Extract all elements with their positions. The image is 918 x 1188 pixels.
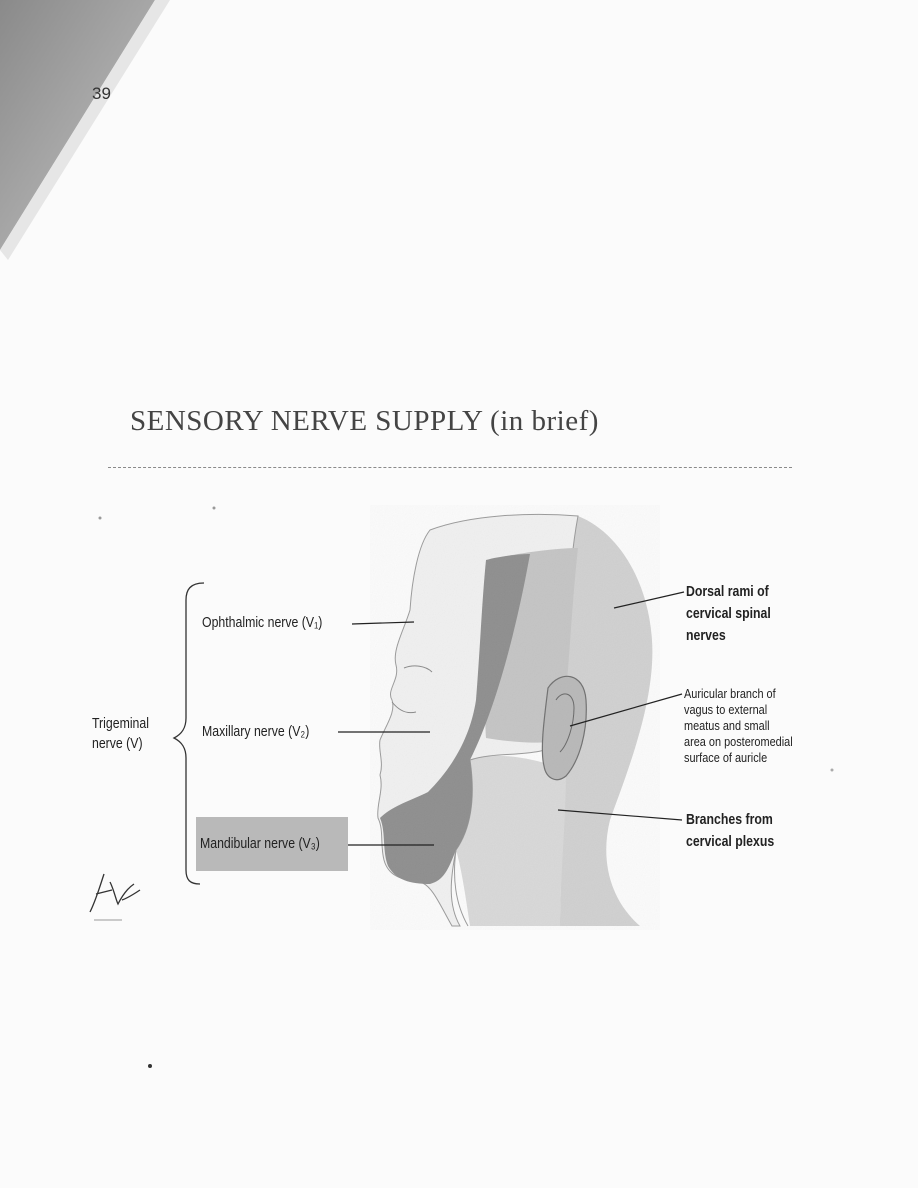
auricular-label-line5: surface of auricle xyxy=(684,750,768,765)
page-number: 39 xyxy=(92,84,111,103)
ophthalmic-nerve-label: Ophthalmic nerve (V₁) xyxy=(202,614,323,631)
artist-signature xyxy=(89,873,141,921)
trigeminal-label-line2: nerve (V) xyxy=(92,735,143,752)
cervical-plexus-label-line2: cervical plexus xyxy=(686,833,775,850)
mandibular-nerve-label: Mandibular nerve (V₃) xyxy=(200,835,320,852)
trigeminal-brace xyxy=(172,582,205,885)
auricular-leader xyxy=(569,693,683,727)
dorsal-rami-label-line3: nerves xyxy=(686,627,726,644)
page-fold-corner xyxy=(0,0,170,260)
dorsal-leader xyxy=(613,591,685,609)
page-title: SENSORY NERVE SUPPLY (in brief) xyxy=(130,405,599,437)
ophthalmic-leader xyxy=(351,621,415,625)
auricular-label-line4: area on posteromedial xyxy=(684,734,793,749)
auricular-label-line1: Auricular branch of xyxy=(684,686,776,701)
cervical-plexus-label-line1: Branches from xyxy=(686,811,773,828)
auricular-label-line3: meatus and small xyxy=(684,718,770,733)
divider-rule xyxy=(108,467,792,468)
cervical-leader xyxy=(557,809,683,821)
mandibular-label-box xyxy=(196,817,348,871)
dorsal-rami-label-line2: cervical spinal xyxy=(686,605,771,622)
maxillary-nerve-label: Maxillary nerve (V₂) xyxy=(202,723,310,740)
trigeminal-label-line1: Trigeminal xyxy=(92,715,149,732)
dorsal-rami-label-line1: Dorsal rami of xyxy=(686,583,769,600)
auricular-label-line2: vagus to external xyxy=(684,702,768,717)
